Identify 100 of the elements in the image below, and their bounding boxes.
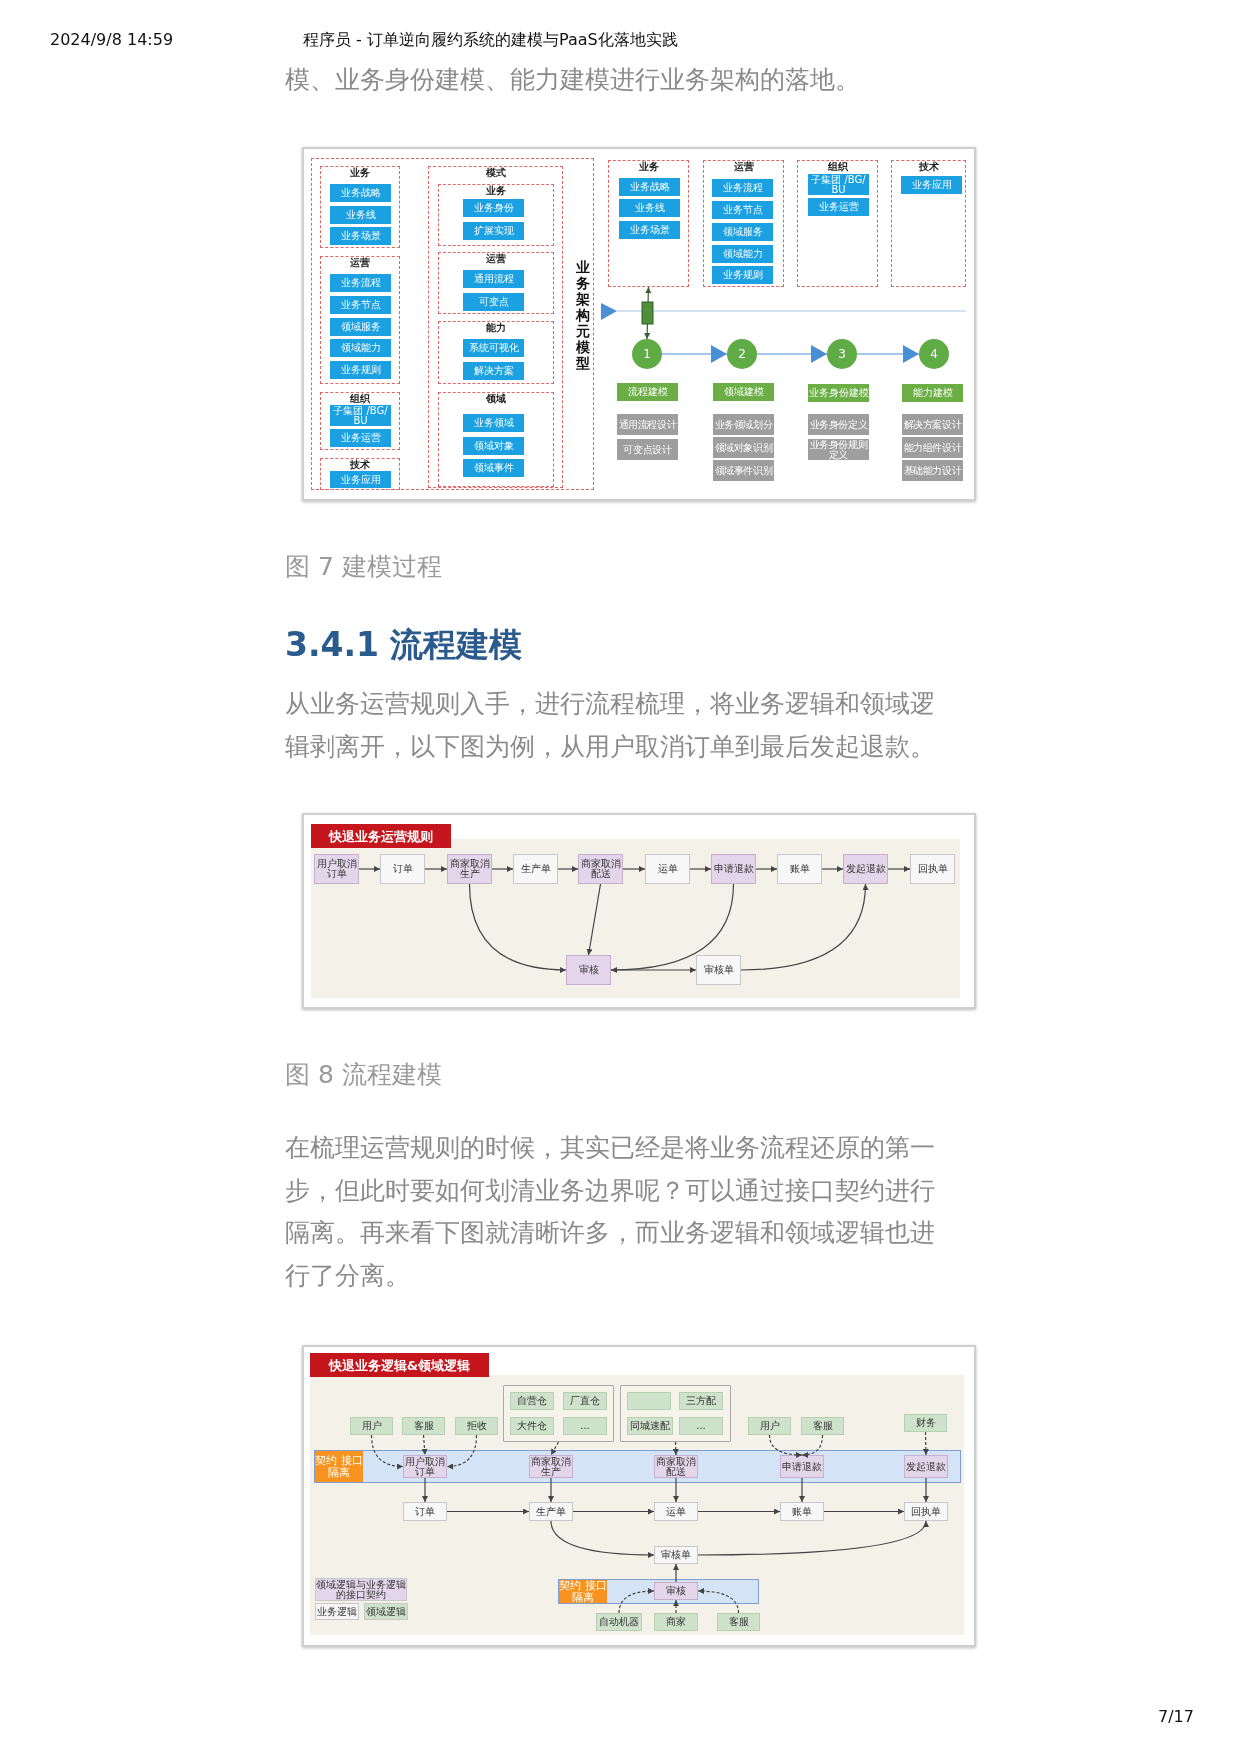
arrow bbox=[887, 866, 911, 872]
process-box: 用户取消订单 bbox=[403, 1455, 447, 1478]
dashed-group bbox=[320, 166, 400, 248]
concept-box: 业务领域 bbox=[463, 414, 524, 432]
concept-box: 可变点 bbox=[463, 293, 524, 311]
actor-box: 客服 bbox=[717, 1613, 760, 1631]
task-box: 通用流程设计 bbox=[617, 414, 678, 435]
dashed-arrow bbox=[550, 1441, 560, 1456]
dashed-arrow bbox=[672, 1441, 679, 1456]
arrow bbox=[586, 883, 602, 956]
actor-box: ... bbox=[563, 1417, 607, 1435]
concept-box: 领域服务 bbox=[712, 223, 773, 241]
figure-caption: 图 7 建模过程 bbox=[285, 551, 442, 583]
dashed-group bbox=[438, 392, 554, 487]
task-box: 能力组件设计 bbox=[902, 437, 963, 458]
dashed-group bbox=[311, 158, 594, 490]
dashed-group bbox=[320, 392, 400, 450]
arrow bbox=[689, 866, 712, 872]
arrow bbox=[673, 1563, 679, 1583]
process-box: 商家取消配送 bbox=[654, 1455, 698, 1478]
group-title: 运营 bbox=[732, 162, 755, 172]
group-title: 业务 bbox=[349, 168, 371, 178]
title-banner: 快退业务逻辑&领域逻辑 bbox=[310, 1353, 489, 1377]
chevron-arrow bbox=[856, 345, 920, 363]
concept-box: 业务战略 bbox=[330, 184, 391, 202]
arrow bbox=[923, 1477, 929, 1503]
process-box: 账单 bbox=[780, 1502, 824, 1521]
step-box: 领域建模 bbox=[713, 383, 774, 401]
concept-box: 业务运营 bbox=[330, 429, 391, 447]
concept-box: 业务流程 bbox=[330, 274, 391, 292]
concept-box: 领域对象 bbox=[463, 437, 524, 455]
section-heading: 3.4.1 流程建模 bbox=[285, 624, 523, 666]
step-box: 能力建模 bbox=[902, 384, 963, 402]
concept-box: 领域能力 bbox=[330, 339, 391, 357]
group-title: 运营 bbox=[349, 258, 371, 268]
dashed-arrow bbox=[421, 1434, 428, 1456]
process-box: 审核单 bbox=[696, 955, 741, 985]
concept-box: 领域服务 bbox=[330, 318, 391, 336]
step-box: 业务身份建模 bbox=[808, 384, 869, 402]
process-box: 运单 bbox=[645, 854, 690, 884]
group-title: 模式 bbox=[484, 168, 507, 178]
arrow bbox=[557, 866, 579, 872]
dashed-arrow bbox=[446, 1434, 478, 1470]
arrow bbox=[422, 1477, 428, 1503]
dashed-arrow bbox=[922, 1431, 929, 1456]
process-box: 运单 bbox=[654, 1502, 698, 1521]
vertical-title: 业务架构元模型 bbox=[575, 259, 590, 371]
task-box: 业务身份定义 bbox=[808, 414, 869, 435]
paragraph: 在梳理运营规则的时候，其实已经是将业务流程还原的第一步，但此时要如何划清业务边界呢？可以通过接口契约进行隔离。再来看下图就清晰许多，而业务逻辑和领域逻辑也进行了分离。 bbox=[285, 1132, 936, 1292]
concept-box: 子集团 /BG/BU bbox=[330, 405, 391, 426]
dashed-group bbox=[608, 160, 689, 287]
arrow bbox=[622, 866, 646, 872]
dashed-group bbox=[703, 160, 784, 287]
concept-box: 业务场景 bbox=[330, 227, 391, 245]
paragraph: 从业务运营规则入手，进行流程梳理，将业务逻辑和领域逻辑剥离开，以下图为例，从用户取消订单到最后发起退款。 bbox=[285, 688, 936, 763]
dashed-group bbox=[320, 256, 400, 384]
actor-box: 自营仓 bbox=[510, 1392, 554, 1410]
task-box: 业务领域划分 bbox=[713, 414, 774, 435]
process-box: 生产单 bbox=[529, 1502, 573, 1521]
group-box bbox=[620, 1385, 731, 1442]
process-box: 申请退款 bbox=[780, 1455, 824, 1478]
figure-caption: 图 8 流程建模 bbox=[285, 1059, 442, 1091]
actor-box: 用户 bbox=[350, 1417, 393, 1435]
group-title: 运营 bbox=[485, 254, 507, 264]
concept-box: 子集团 /BG/BU bbox=[808, 174, 869, 195]
group-title: 业务 bbox=[485, 186, 507, 196]
process-box: 商家取消生产 bbox=[529, 1455, 573, 1478]
process-box: 申请退款 bbox=[711, 854, 756, 884]
page-number: 7/17 bbox=[1158, 1707, 1194, 1728]
process-box: 用户取消订单 bbox=[314, 854, 359, 884]
dashed-arrow bbox=[370, 1434, 404, 1470]
concept-box: 系统可视化 bbox=[463, 339, 524, 357]
process-box: 订单 bbox=[380, 854, 425, 884]
concept-box: 业务战略 bbox=[619, 178, 680, 196]
actor-box bbox=[627, 1392, 671, 1410]
actor-box: 用户 bbox=[748, 1417, 791, 1435]
process-box: 商家取消配送 bbox=[578, 854, 623, 884]
group-title: 领域 bbox=[485, 394, 507, 404]
contract-label: 契约 接口隔离 bbox=[559, 1580, 607, 1603]
process-box: 回执单 bbox=[904, 1502, 948, 1521]
actor-box: 客服 bbox=[402, 1417, 445, 1435]
dashed-group bbox=[438, 252, 554, 314]
concept-box: 业务规则 bbox=[330, 361, 391, 379]
actor-box: 客服 bbox=[801, 1417, 844, 1435]
arrow bbox=[755, 866, 778, 872]
dashed-group bbox=[320, 458, 400, 490]
arrow bbox=[446, 1508, 530, 1515]
actor-box: 拒收 bbox=[455, 1417, 498, 1435]
concept-box: 业务线 bbox=[330, 206, 391, 224]
chevron-arrow bbox=[756, 345, 828, 363]
dashed-arrow bbox=[673, 1599, 679, 1614]
concept-box: 业务运营 bbox=[808, 198, 869, 216]
chevron-arrow bbox=[661, 345, 728, 363]
process-box: 审核 bbox=[654, 1582, 698, 1600]
task-box: 业务身份规则定义 bbox=[808, 439, 869, 460]
group-title: 技术 bbox=[917, 162, 940, 172]
arrow bbox=[424, 866, 448, 872]
task-box: 可变点设计 bbox=[617, 439, 678, 460]
actor-box: 大件仓 bbox=[510, 1417, 554, 1435]
arrow bbox=[823, 1508, 905, 1515]
